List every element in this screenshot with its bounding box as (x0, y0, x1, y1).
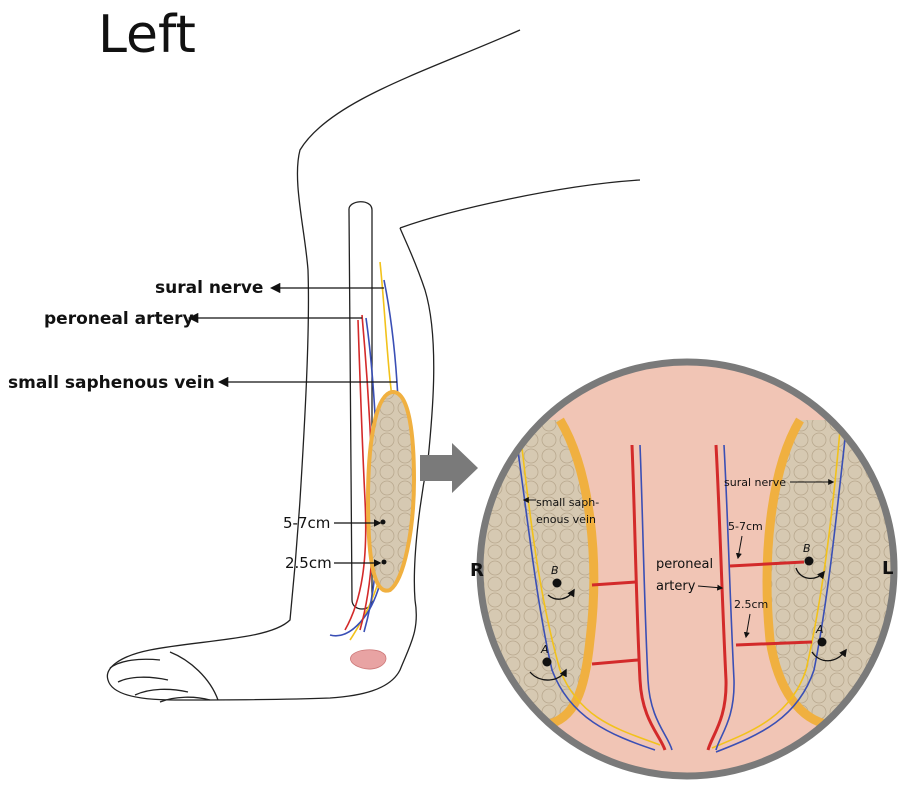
inset-peroneal-label-line2: artery (656, 579, 696, 594)
inset-point-a-left (818, 638, 827, 647)
inset-point-b-left (805, 557, 814, 566)
inset-proximal-distance-label: 5-7cm (728, 520, 763, 533)
inset-ssv-label-line1: small saph- (536, 496, 599, 509)
inset-ssv-label-line2: enous vein (536, 513, 596, 526)
inset-point-b-left-label: B (803, 542, 811, 555)
inset-point-b-right-label: B (551, 564, 559, 577)
inset-point-b-right (553, 579, 562, 588)
inset-distal-distance-label: 2.5cm (734, 598, 768, 611)
inset-point-a-left-label: A (815, 623, 824, 636)
inset-flap-left (767, 420, 901, 726)
inset-sural-nerve-label: sural nerve (724, 476, 786, 489)
sural-nerve-label: sural nerve (155, 278, 263, 298)
inset-magnified-view: R L small saph- enous vein sural nerve p… (470, 362, 901, 776)
inset-peroneal-label-line1: peroneal (656, 557, 713, 572)
small-saphenous-vein-callout: small saphenous vein (8, 373, 397, 393)
inset-side-right-label: R (470, 560, 484, 581)
figure-title: Left (98, 5, 196, 65)
leg-flap (368, 392, 414, 591)
peroneal-artery-label: peroneal artery (44, 309, 194, 329)
inset-point-a-right (543, 658, 552, 667)
proximal-distance-label: 5-7cm (283, 514, 330, 532)
small-saphenous-vein-label: small saphenous vein (8, 373, 215, 393)
inset-point-a-right-label: A (540, 643, 549, 656)
distal-distance-label: 2.5cm (285, 554, 332, 572)
ankle-wound (350, 650, 386, 669)
peroneal-artery-callout: peroneal artery (44, 309, 362, 329)
inset-side-left-label: L (882, 558, 893, 579)
